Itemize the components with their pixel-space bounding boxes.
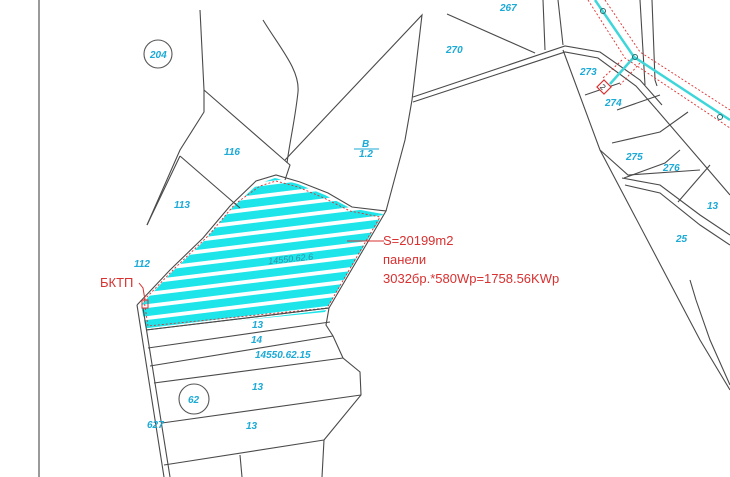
area-label: S=20199m2	[383, 233, 453, 248]
parcel-label-274[interactable]: 274	[604, 98, 622, 109]
parcel-label-25[interactable]: 25	[675, 234, 688, 245]
solar-panel-field[interactable]	[121, 155, 420, 356]
parcel-label-62[interactable]: 62	[188, 395, 200, 406]
substation-marker[interactable]	[141, 299, 149, 309]
parcel-label-13-b[interactable]: 13	[252, 382, 264, 393]
parcel-label-14[interactable]: 14	[251, 335, 263, 346]
parcel-label-B-numerator[interactable]: B	[362, 139, 369, 150]
parcel-label-13-c[interactable]: 13	[246, 421, 258, 432]
panels-calculation: 3032бр.*580Wp=1758.56KWp	[383, 271, 559, 286]
parcel-labels: 204 267 270 273 274 275 276 13 25 116 11…	[134, 3, 719, 432]
parcel-label-13-a[interactable]: 13	[252, 320, 264, 331]
parcel-label-113[interactable]: 113	[174, 200, 190, 211]
bktp-label: БКТП	[100, 275, 133, 290]
parcel-label-116[interactable]: 116	[224, 147, 240, 158]
parcel-label-inside: 14550.62.6	[268, 252, 314, 267]
parcel-label-627[interactable]: 627	[147, 420, 164, 431]
field-parcel-boundary	[136, 174, 387, 331]
parcel-label-14550-62-15[interactable]: 14550.62.15	[255, 350, 311, 361]
parcel-label-B-denominator[interactable]: 1.2	[359, 149, 373, 160]
parcel-label-13-east[interactable]: 13	[707, 201, 719, 212]
parcel-label-112[interactable]: 112	[134, 259, 150, 270]
transformer-marker-icon: 2	[598, 82, 608, 92]
bktp-annotation: БКТП	[100, 275, 149, 309]
parcel-label-276[interactable]: 276	[662, 163, 680, 174]
parcel-circle-204	[143, 39, 173, 69]
parcel-circle-62	[178, 383, 210, 415]
parcel-label-267[interactable]: 267	[499, 3, 517, 14]
parcel-label-270[interactable]: 270	[445, 45, 463, 56]
area-annotation: S=20199m2 панели 3032бр.*580Wp=1758.56KW…	[347, 233, 559, 286]
parcel-label-275[interactable]: 275	[625, 152, 643, 163]
parcel-label-204[interactable]: 204	[149, 50, 167, 61]
parcel-label-273[interactable]: 273	[579, 67, 597, 78]
parcel-boundaries	[136, 0, 730, 477]
transformer-marker[interactable]: 2	[596, 79, 612, 95]
panels-title: панели	[383, 252, 426, 267]
power-line-corridor	[587, 0, 730, 129]
